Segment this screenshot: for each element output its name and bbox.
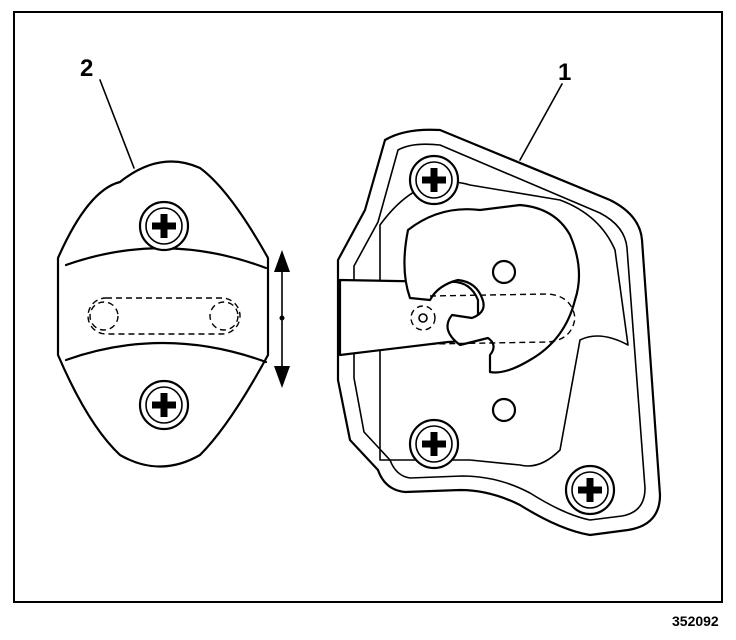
rotor-pin <box>418 313 428 323</box>
latch-rotor <box>403 203 581 374</box>
latch-housing-rim <box>353 143 646 521</box>
phillips-screw-icon <box>138 200 190 252</box>
striker-plate <box>56 160 270 468</box>
latch-assembly <box>336 128 662 537</box>
phillips-screw-icon <box>408 154 460 206</box>
callout-label: 2 <box>80 55 93 82</box>
figure-number: 352092 <box>672 613 719 629</box>
striker-lower-contour <box>64 341 268 364</box>
phillips-screw-icon <box>408 418 460 470</box>
phillips-screw-icon <box>138 379 190 431</box>
striker-hidden-slot <box>87 297 241 335</box>
callout-2: 2 <box>80 55 135 169</box>
latch-hole-lower <box>491 397 517 423</box>
callout-1: 1 <box>519 59 571 161</box>
latch-hole-upper <box>491 259 517 285</box>
phillips-screw-icon <box>564 464 616 516</box>
callout-label: 1 <box>558 59 571 86</box>
diagram-frame <box>13 11 723 603</box>
striker-plate-outline <box>56 160 270 468</box>
rotor-pin-hidden <box>410 305 436 331</box>
double-arrow-icon <box>274 250 290 388</box>
